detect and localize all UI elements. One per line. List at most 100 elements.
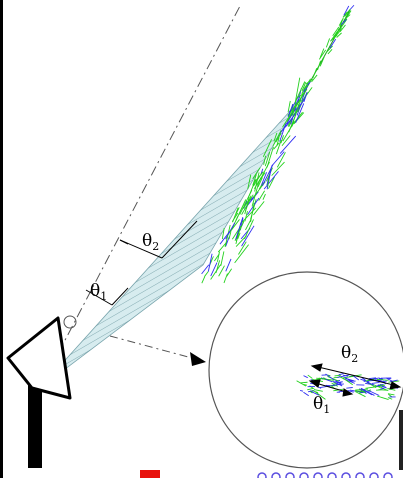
shower-track bbox=[243, 190, 253, 207]
shower-track bbox=[265, 167, 273, 182]
shower-track bbox=[319, 48, 325, 58]
camera-track bbox=[366, 381, 375, 386]
shower-track bbox=[244, 211, 248, 222]
inset-theta1-arrow bbox=[308, 379, 354, 397]
shower-track bbox=[204, 271, 209, 277]
shower-track bbox=[293, 111, 303, 123]
particle-shower bbox=[201, 4, 355, 284]
camera-track bbox=[374, 384, 386, 388]
camera-inset-circle bbox=[208, 271, 403, 469]
shower-track bbox=[243, 198, 251, 209]
shower-track bbox=[218, 265, 225, 277]
shower-track bbox=[271, 151, 285, 167]
shower-track bbox=[267, 179, 270, 187]
shower-track bbox=[207, 253, 213, 272]
blue-dot bbox=[341, 472, 351, 478]
shower-track bbox=[317, 60, 322, 71]
shower-track bbox=[339, 18, 348, 30]
shower-track bbox=[235, 216, 244, 240]
shower-track bbox=[336, 29, 342, 35]
shower-track bbox=[275, 132, 282, 143]
shower-track bbox=[339, 24, 346, 33]
shower-track bbox=[292, 96, 301, 111]
shower-track bbox=[254, 171, 264, 183]
shower-track bbox=[272, 129, 282, 147]
shower-track bbox=[344, 8, 351, 17]
shower-track bbox=[338, 19, 343, 26]
shower-track bbox=[241, 225, 255, 247]
shower-track bbox=[230, 219, 240, 232]
camera-track bbox=[296, 380, 307, 387]
blue-dot bbox=[313, 472, 323, 478]
shower-track bbox=[279, 123, 287, 142]
shower-track bbox=[263, 155, 267, 165]
shower-track bbox=[216, 251, 220, 262]
shower-track bbox=[238, 241, 247, 255]
camera-track bbox=[311, 389, 319, 394]
shower-track bbox=[253, 201, 265, 216]
shower-track bbox=[311, 74, 318, 83]
shower-track bbox=[327, 49, 333, 55]
shower-track bbox=[275, 139, 282, 155]
camera-track bbox=[355, 391, 366, 398]
shower-track bbox=[343, 5, 350, 16]
shower-track bbox=[210, 262, 218, 277]
theta1-bracket bbox=[85, 287, 129, 306]
shower-track bbox=[223, 273, 228, 284]
shower-track bbox=[225, 258, 232, 272]
camera-track bbox=[360, 378, 370, 383]
shower-track bbox=[226, 268, 233, 277]
camera-track bbox=[318, 377, 326, 380]
camera-track bbox=[369, 377, 377, 380]
blue-dot bbox=[285, 472, 295, 478]
camera-track bbox=[368, 390, 380, 396]
blue-dot bbox=[355, 472, 365, 478]
dish-telescope-icon bbox=[6, 316, 72, 468]
shower-track bbox=[287, 104, 294, 118]
camera-track bbox=[390, 379, 398, 383]
shower-track bbox=[294, 81, 306, 103]
shower-track bbox=[262, 164, 274, 186]
camera-track bbox=[387, 387, 396, 391]
shower-track bbox=[286, 101, 299, 122]
inset-connector-line bbox=[109, 335, 193, 359]
inset-theta2-arrow bbox=[310, 363, 402, 390]
shower-track bbox=[254, 172, 260, 192]
blue-dot bbox=[299, 472, 309, 478]
camera-track bbox=[299, 389, 304, 392]
camera-track bbox=[333, 382, 338, 385]
theta2-bracket bbox=[119, 220, 198, 259]
light-cone-hatch bbox=[40, 100, 300, 388]
shower-track bbox=[228, 231, 232, 240]
camera-track bbox=[365, 378, 375, 382]
camera-track bbox=[334, 380, 342, 384]
camera-track bbox=[315, 391, 326, 400]
shower-track bbox=[232, 207, 239, 223]
telescope-axis-line bbox=[39, 5, 241, 389]
shower-track bbox=[318, 49, 327, 60]
shower-track bbox=[286, 106, 297, 125]
shower-track bbox=[281, 135, 291, 147]
inset-theta2-label: θ2 bbox=[341, 343, 358, 365]
shower-track bbox=[241, 207, 257, 223]
right-edge-bar bbox=[399, 410, 403, 470]
shower-track bbox=[245, 195, 252, 212]
camera-track bbox=[360, 387, 367, 392]
shower-track bbox=[325, 38, 331, 48]
shower-track bbox=[271, 161, 285, 176]
camera-track bbox=[360, 388, 373, 396]
camera-track bbox=[332, 380, 343, 387]
shower-track bbox=[220, 251, 225, 266]
inset-theta1-label: θ1 bbox=[313, 394, 330, 416]
shower-track bbox=[312, 68, 318, 79]
shower-track bbox=[299, 92, 305, 100]
shower-track bbox=[266, 146, 274, 168]
camera-track bbox=[299, 381, 308, 384]
shower-track bbox=[340, 19, 347, 26]
blue-dot bbox=[383, 472, 393, 478]
shower-track bbox=[225, 236, 230, 247]
shower-track bbox=[339, 17, 344, 28]
shower-track bbox=[201, 264, 210, 275]
blue-dot-row bbox=[257, 472, 393, 478]
shower-track bbox=[239, 206, 245, 215]
